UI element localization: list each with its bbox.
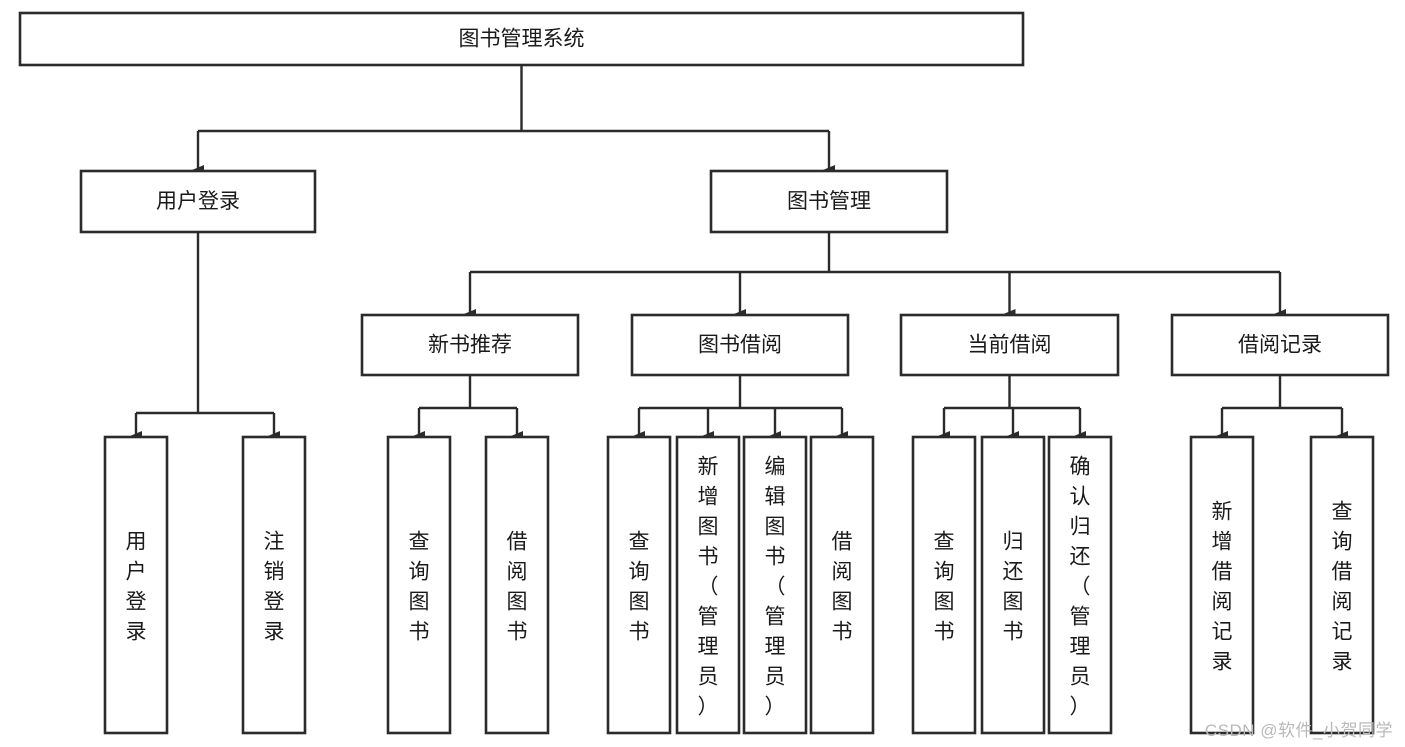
node-box xyxy=(360,313,580,377)
node-label: 查询借阅记录 xyxy=(1332,500,1353,673)
node-box xyxy=(484,435,550,735)
node-n-book-manage[interactable]: 图书管理 xyxy=(709,169,949,234)
node-label: 注销登录 xyxy=(264,530,285,643)
node-leaf-borrow-borrow-book[interactable]: 借阅图书 xyxy=(809,435,875,735)
node-leaf-user-login[interactable]: 用户登录 xyxy=(103,435,169,735)
node-box xyxy=(809,435,875,735)
node-label: 借阅图书 xyxy=(832,530,853,643)
node-label: 图书借阅 xyxy=(698,334,782,357)
node-n-new-book-rec[interactable]: 新书推荐 xyxy=(360,313,580,377)
node-n-user-login[interactable]: 用户登录 xyxy=(79,169,317,234)
node-label: 借阅记录 xyxy=(1238,334,1322,357)
node-label: 新增借阅记录 xyxy=(1212,500,1233,673)
node-leaf-borrow-add-book[interactable]: 新增图书（管理员） xyxy=(675,435,741,735)
node-leaf-record-add[interactable]: 新增借阅记录 xyxy=(1189,435,1255,735)
node-leaf-user-logout[interactable]: 注销登录 xyxy=(241,435,307,735)
node-label: 确认归还（管理员） xyxy=(1070,455,1091,718)
node-box xyxy=(1189,435,1255,735)
node-label: 用户登录 xyxy=(156,190,240,213)
node-n-borrow-record[interactable]: 借阅记录 xyxy=(1170,313,1390,377)
node-leaf-current-confirm-return[interactable]: 确认归还（管理员） xyxy=(1047,435,1113,735)
node-box xyxy=(899,313,1120,377)
node-box xyxy=(630,313,850,377)
node-label: 图书管理 xyxy=(787,190,871,213)
node-label: 归还图书 xyxy=(1003,530,1024,643)
node-layer: 图书管理系统用户登录图书管理新书推荐图书借阅当前借阅借阅记录用户登录注销登录查询… xyxy=(18,11,1390,735)
node-leaf-borrow-query-book[interactable]: 查询图书 xyxy=(606,435,672,735)
node-box xyxy=(386,435,452,735)
node-leaf-rec-borrow-book[interactable]: 借阅图书 xyxy=(484,435,550,735)
node-leaf-rec-query-book[interactable]: 查询图书 xyxy=(386,435,452,735)
node-box xyxy=(18,11,1025,67)
node-root[interactable]: 图书管理系统 xyxy=(18,11,1025,67)
node-leaf-current-query-book[interactable]: 查询图书 xyxy=(911,435,977,735)
node-label: 新增图书（管理员） xyxy=(698,455,719,718)
node-label: 编辑图书（管理员） xyxy=(765,455,786,718)
node-box xyxy=(241,435,307,735)
node-n-current-borrow[interactable]: 当前借阅 xyxy=(899,313,1120,377)
node-leaf-record-query[interactable]: 查询借阅记录 xyxy=(1309,435,1375,735)
node-label: 查询图书 xyxy=(409,530,430,643)
node-box xyxy=(911,435,977,735)
node-box xyxy=(1047,435,1113,735)
node-box xyxy=(1170,313,1390,377)
node-box xyxy=(79,169,317,234)
node-leaf-current-return-book[interactable]: 归还图书 xyxy=(980,435,1046,735)
node-label: 查询图书 xyxy=(629,530,650,643)
node-n-book-borrow[interactable]: 图书借阅 xyxy=(630,313,850,377)
node-box xyxy=(103,435,169,735)
node-label: 用户登录 xyxy=(126,530,147,643)
node-box xyxy=(980,435,1046,735)
node-box xyxy=(675,435,741,735)
node-label: 图书管理系统 xyxy=(459,28,585,51)
node-box xyxy=(606,435,672,735)
node-label: 新书推荐 xyxy=(428,334,512,357)
node-label: 当前借阅 xyxy=(968,334,1052,357)
node-box xyxy=(1309,435,1375,735)
csdn-watermark: CSDN @软件_小贺同学 xyxy=(1204,721,1393,740)
connector-layer xyxy=(130,65,1348,441)
node-label: 借阅图书 xyxy=(507,530,528,643)
node-leaf-borrow-edit-book[interactable]: 编辑图书（管理员） xyxy=(742,435,808,735)
node-box xyxy=(709,169,949,234)
node-box xyxy=(742,435,808,735)
node-label: 查询图书 xyxy=(934,530,955,643)
